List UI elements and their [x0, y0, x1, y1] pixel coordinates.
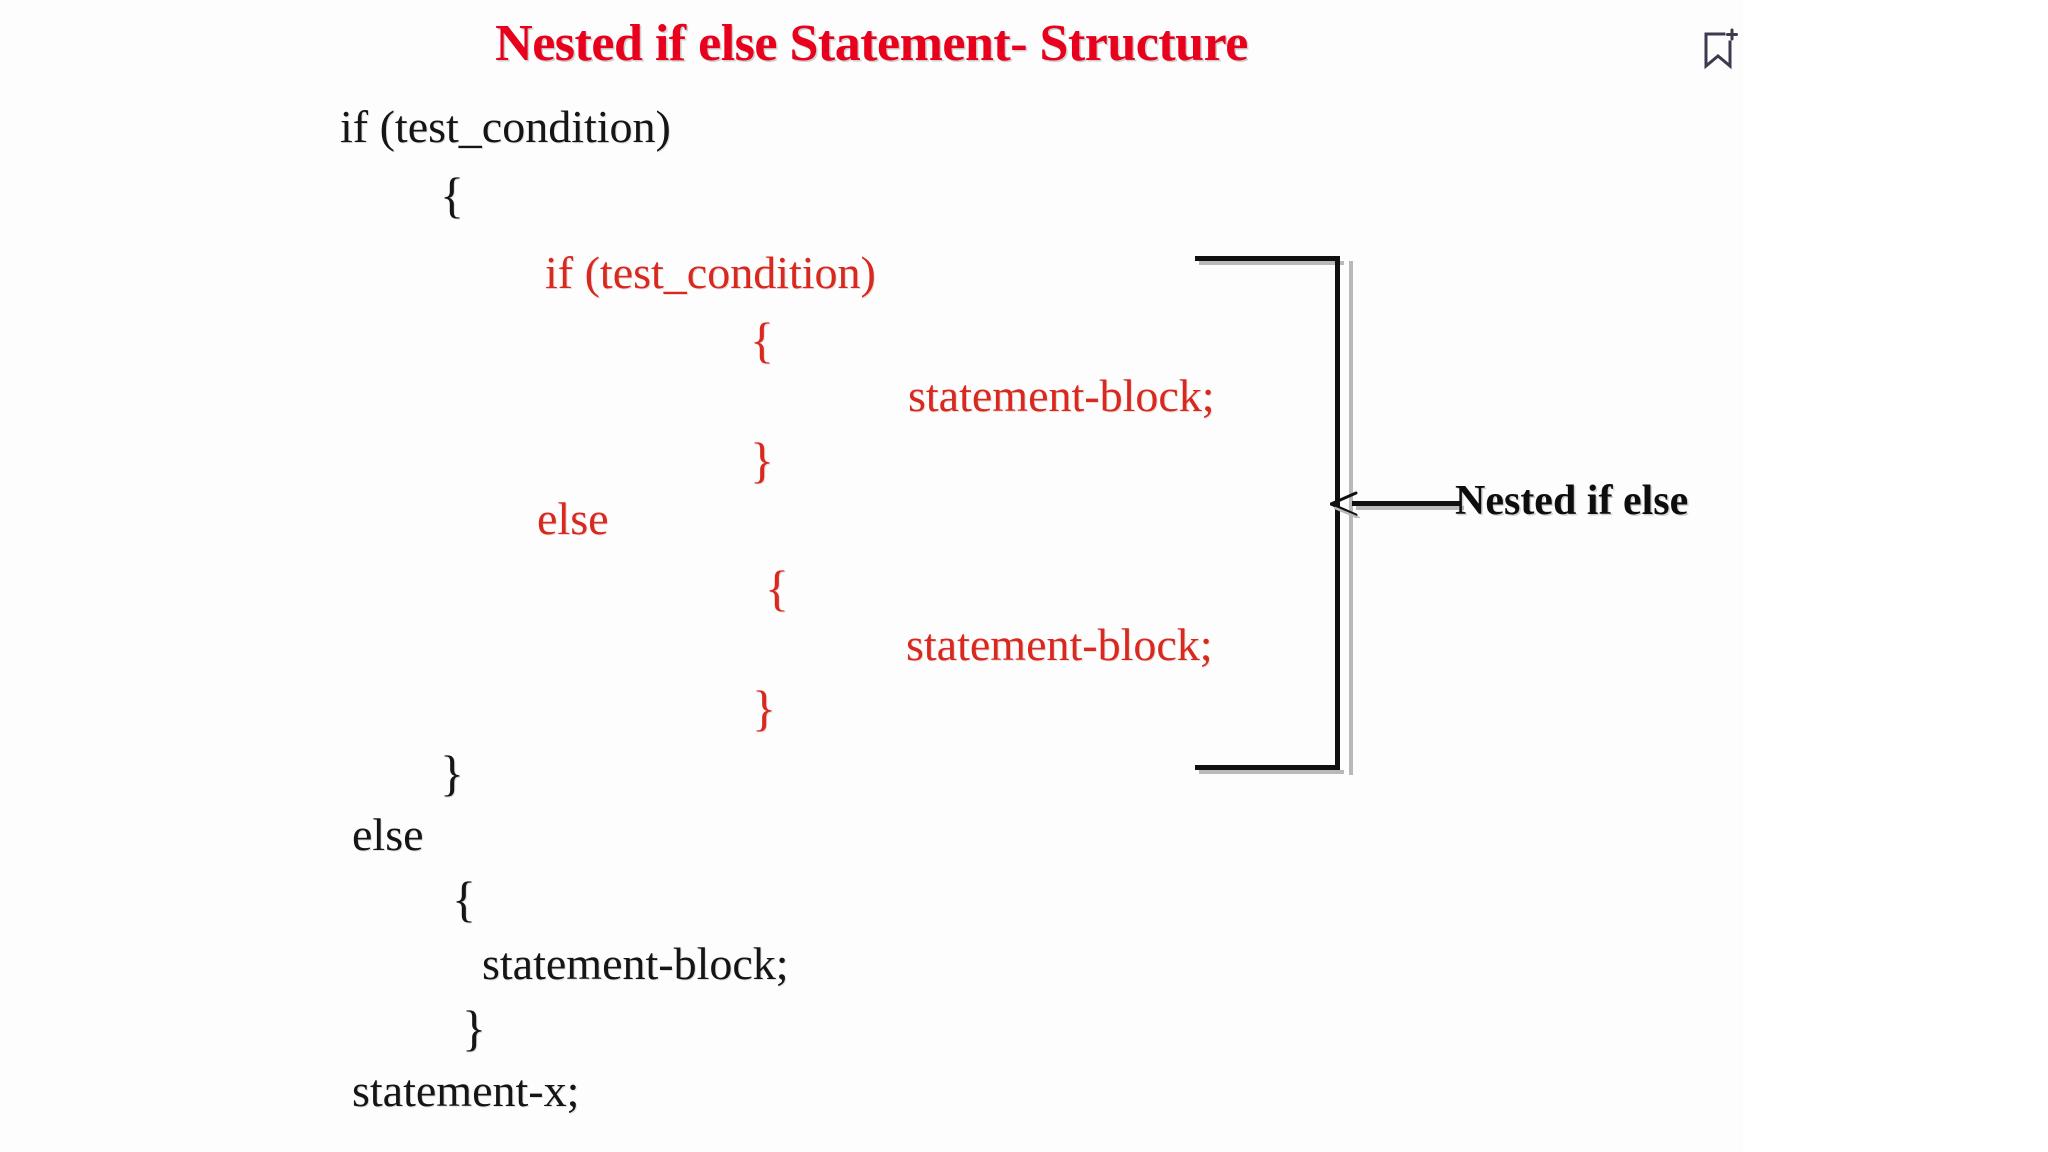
code-line-else-inner: else [537, 493, 609, 544]
code-line-open-brace-else-inner: { [765, 560, 789, 616]
arrow-shaft [1352, 501, 1460, 506]
code-line-if-inner: if (test_condition) [545, 247, 876, 298]
right-gutter [1743, 0, 2048, 1152]
code-line-close-brace-if-inner: } [750, 432, 774, 488]
code-line-statement-block-else: statement-block; [906, 619, 1213, 670]
code-line-open-brace-else-outer: { [452, 871, 476, 927]
bracket-bottom-shadow [1199, 770, 1344, 774]
arrow-shaft-shadow [1356, 506, 1464, 510]
bookmark-add-icon-svg [1704, 28, 1738, 70]
nested-if-else-arrow [1330, 487, 1464, 521]
code-line-if-outer: if (test_condition) [340, 101, 671, 152]
bracket-top-arm [1195, 256, 1340, 261]
arrow-head-icon [1330, 491, 1361, 518]
slide-background [0, 0, 1743, 1152]
bracket-spine-shadow [1349, 261, 1353, 775]
code-line-else-outer: else [352, 809, 424, 860]
bracket-top-shadow [1199, 261, 1344, 265]
code-line-close-brace-else-outer: } [462, 1000, 486, 1056]
nested-if-else-label: Nested if else [1455, 478, 1689, 524]
code-line-close-brace-outer: } [440, 745, 464, 801]
code-line-statement-x: statement-x; [352, 1065, 580, 1116]
code-listing: if (test_condition) { if (test_condition… [340, 101, 1215, 1116]
code-line-statement-block-if: statement-block; [908, 370, 1215, 421]
bracket-bottom-arm [1195, 765, 1340, 770]
code-line-open-brace-outer: { [440, 167, 464, 223]
bracket-spine [1335, 256, 1340, 770]
bookmark-add-icon[interactable] [1700, 28, 1740, 72]
code-line-statement-block-outer: statement-block; [482, 938, 789, 989]
nested-if-else-bracket [1185, 252, 1360, 775]
page-title: Nested if else Statement- Structure [495, 15, 1248, 72]
code-line-close-brace-else-inner: } [752, 680, 776, 736]
code-line-open-brace-if-inner: { [750, 312, 774, 368]
